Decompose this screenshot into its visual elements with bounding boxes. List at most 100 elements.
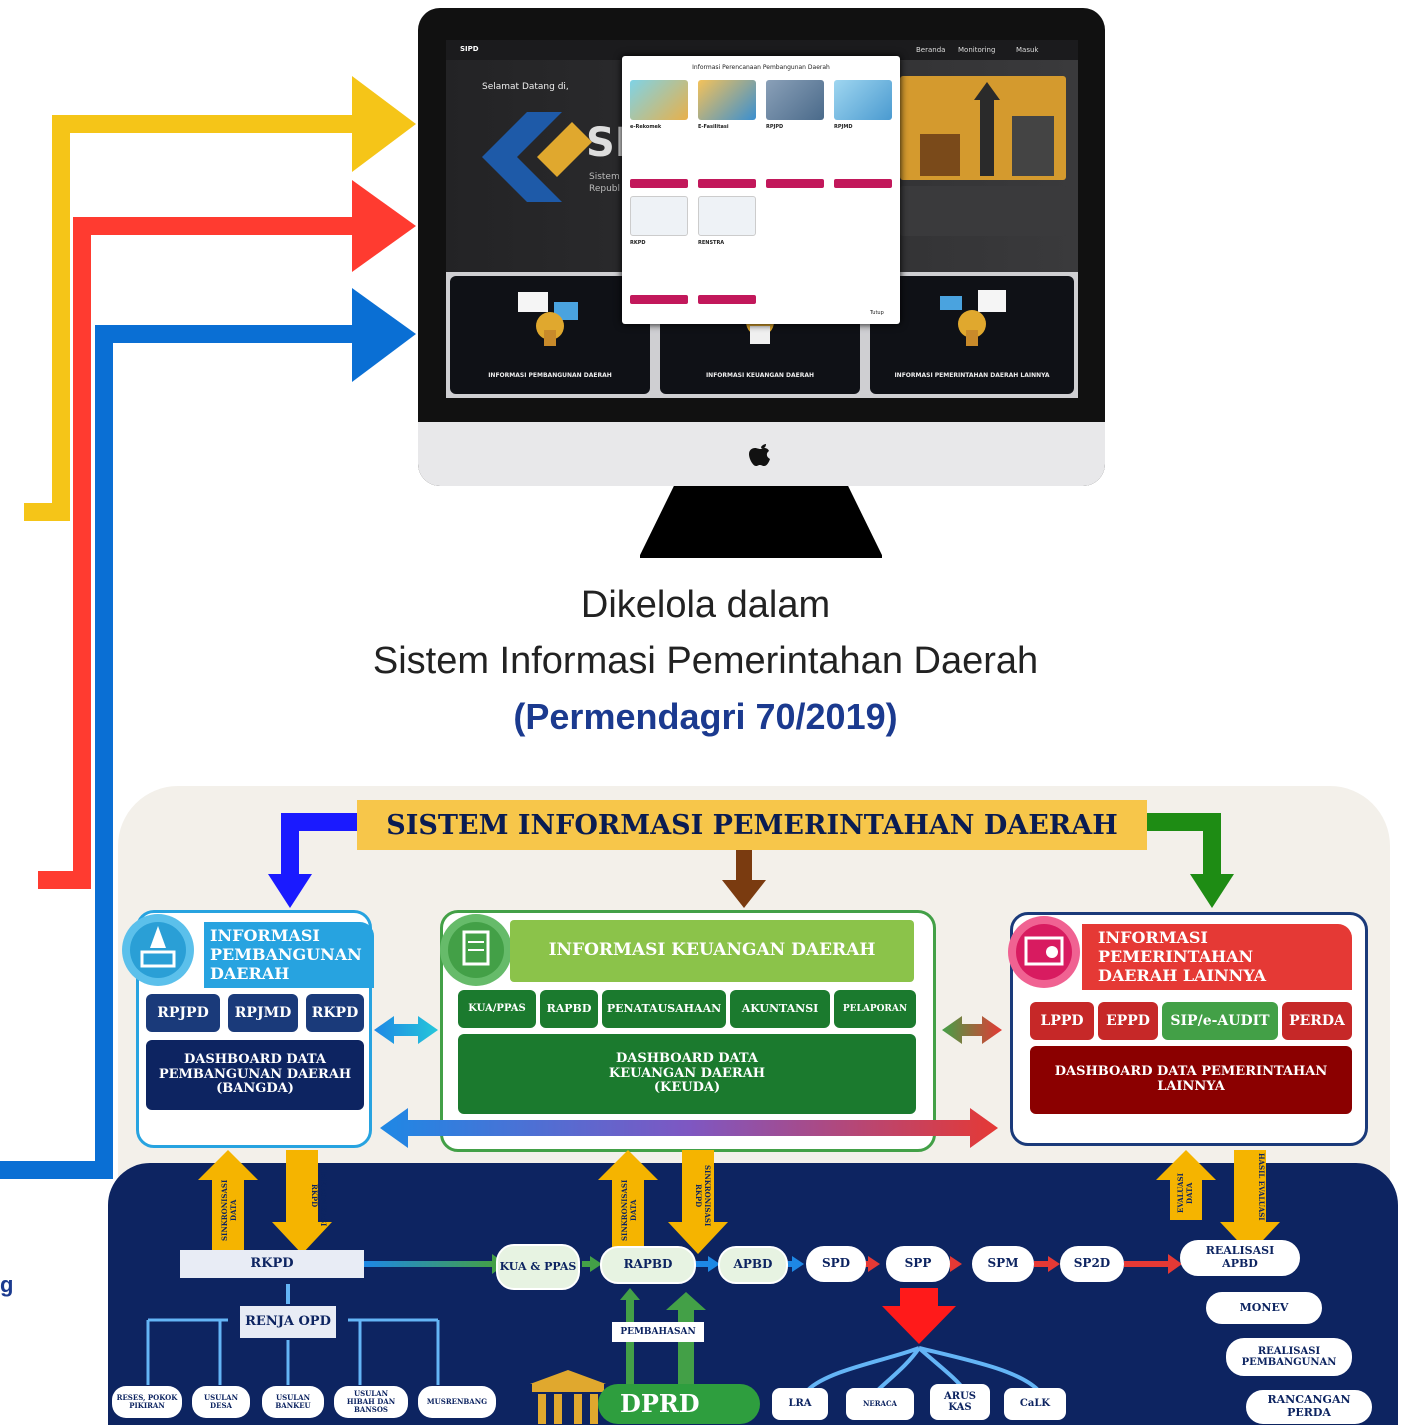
- chip-eppd: EPPD: [1098, 1002, 1158, 1040]
- flow-spp: SPP: [886, 1246, 950, 1282]
- rpjpd-thumbnail: [766, 80, 824, 120]
- eval-up-arrow: [1156, 1150, 1216, 1220]
- dprd-building-icon: [530, 1370, 606, 1424]
- renstra-thumbnail: [698, 196, 756, 236]
- nav-masuk[interactable]: Masuk: [1016, 46, 1039, 54]
- sync-down-arrow-2: [668, 1150, 728, 1254]
- modal-card-rpjmd: RPJMD: [834, 80, 894, 190]
- chip-rapbd: RAPBD: [540, 990, 598, 1028]
- modal-title: Informasi Perencanaan Pembangunan Daerah: [692, 64, 830, 71]
- hero-greeting: Selamat Datang di,: [482, 82, 569, 92]
- rpjpd-masuk-button[interactable]: [766, 179, 824, 188]
- chip-akuntansi: AKUNTANSI: [730, 990, 830, 1028]
- sync-rkpd-label-2: SINKRONISASI RKPD: [694, 1165, 712, 1227]
- card-keuangan-title: INFORMASI KEUANGAN DAERAH: [705, 372, 815, 379]
- pembangunan-illustration-icon: [518, 292, 578, 346]
- bottom-double-arrow: [380, 1108, 998, 1148]
- blue-arrow: [0, 325, 360, 1179]
- diagram-title: SISTEM INFORMASI PEMERINTAHAN DAERAH: [357, 800, 1147, 850]
- e-fasilitasi-thumbnail: [698, 80, 756, 120]
- flow-apbd: APBD: [718, 1246, 788, 1284]
- lainnya-illustration-icon: [940, 290, 1006, 346]
- rkpd-masuk-button[interactable]: [630, 295, 688, 304]
- sync-arrows-graphic: [198, 1150, 1280, 1254]
- keuangan-title: INFORMASI KEUANGAN DAERAH: [510, 920, 914, 982]
- hasil-eval-label: HASIL EVALUASI: [1257, 1153, 1266, 1221]
- report-lra: LRA: [772, 1388, 828, 1420]
- red-arrow-head: [352, 180, 416, 272]
- chip-rpjmd: RPJMD: [228, 994, 298, 1032]
- hero-sub1: Sistem: [589, 172, 620, 182]
- flow-spm: SPM: [972, 1246, 1034, 1282]
- modal-card-e-rekomek: e-Rekomek: [630, 80, 690, 190]
- card-pembangunan[interactable]: INFORMASI PEMBANGUNAN DAERAH: [450, 276, 650, 394]
- screen-topbar: SIPD Beranda Monitoring Masuk: [446, 40, 1078, 60]
- input-usulan-desa: USULAN DESA: [192, 1386, 250, 1418]
- modal-card-title: RKPD: [630, 240, 646, 246]
- eval-data-label: EVALUASI DATA: [1176, 1173, 1194, 1213]
- modal-close-button[interactable]: Tutup: [870, 310, 884, 316]
- flow-kua-ppas: KUA & PPAS: [496, 1244, 580, 1290]
- chip-kua-ppas: KUA/PPAS: [458, 990, 536, 1028]
- modal-card-renstra: RENSTRA: [698, 196, 758, 306]
- modal-card-title: e-Rekomek: [630, 124, 662, 130]
- chip-pelaporan: PELAPORAN: [834, 990, 916, 1028]
- blue-arrow-head: [352, 288, 416, 382]
- modal-card-title: RPJMD: [834, 124, 853, 130]
- monitor-stand: [640, 486, 882, 558]
- chip-penatausahaan: PENATAUSAHAAN: [602, 990, 726, 1028]
- flow-rapbd: RAPBD: [600, 1246, 696, 1284]
- yellow-arrow-head: [352, 76, 416, 172]
- modal-card-title: RENSTRA: [698, 240, 725, 246]
- keuda-lainnya-arrow: [942, 1016, 1002, 1044]
- caption-line3: (Permendagri 70/2019): [513, 696, 898, 737]
- double-arrows-graphic: [374, 1016, 1002, 1148]
- bangda-keuda-arrow: [374, 1016, 438, 1044]
- rpjmd-thumbnail: [834, 80, 892, 120]
- report-arus-kas: ARUS KAS: [930, 1384, 990, 1420]
- spp-red-down-arrow: [882, 1288, 956, 1344]
- monitor-chin: [418, 422, 1105, 486]
- top-arrows-graphic: [268, 813, 1234, 908]
- e-rekomek-masuk-button[interactable]: [630, 179, 688, 188]
- chip-sip-e-audit: SIP/e-AUDIT: [1162, 1002, 1278, 1040]
- hero-sub2: Republ: [589, 184, 621, 194]
- sync-rkpd-label-1: SINKRONISASI RKPD: [310, 1165, 328, 1227]
- screen: SIPD Beranda Monitoring Masuk Selamat Da…: [446, 40, 1078, 398]
- eval-down-arrow: [1220, 1150, 1280, 1254]
- lainnya-icon: [1008, 916, 1080, 988]
- side-text-2: g: [0, 1272, 14, 1297]
- modal-card-rkpd: RKPD: [630, 196, 690, 306]
- renstra-masuk-button[interactable]: [698, 295, 756, 304]
- hero-illustration: [900, 76, 1066, 180]
- caption-line1: Dikelola dalam: [580, 584, 831, 626]
- flow-realisasi-apbd: REALISASI APBD: [1180, 1240, 1300, 1276]
- caption-line2: Sistem Informasi Pemerintahan Daerah: [372, 640, 1039, 682]
- right-rancangan-perda: RANCANGAN PERDA: [1246, 1390, 1372, 1424]
- sync-down-arrow-1: [272, 1150, 332, 1254]
- e-fasilitasi-masuk-button[interactable]: [698, 179, 756, 188]
- flow-spd: SPD: [806, 1246, 866, 1282]
- sync-data-label-2: SINKRONISASI DATA: [620, 1179, 638, 1241]
- renja-opd: RENJA OPD: [240, 1306, 336, 1338]
- monument-icon: [920, 82, 1054, 176]
- dashboard-lainnya: DASHBOARD DATA PEMERINTAHAN LAINNYA: [1030, 1046, 1352, 1114]
- right-realisasi-pembangunan: REALISASI PEMBANGUNAN: [1226, 1338, 1352, 1376]
- input-musrenbang: MUSRENBANG: [418, 1386, 496, 1418]
- input-usulan-hibah-bansos: USULAN HIBAH DAN BANSOS: [334, 1386, 408, 1418]
- lainnya-title: INFORMASI PEMERINTAHAN DAERAH LAINNYA: [1082, 924, 1352, 990]
- flow-sp2d: SP2D: [1060, 1246, 1124, 1282]
- e-rekomek-thumbnail: [630, 80, 688, 120]
- red-arrow: [38, 217, 360, 889]
- dashboard-bangda: DASHBOARD DATA PEMBANGUNAN DAERAH (BANGD…: [146, 1040, 364, 1110]
- rpjmd-masuk-button[interactable]: [834, 179, 892, 188]
- dashboard-keuda: DASHBOARD DATA KEUANGAN DAERAH (KEUDA): [458, 1034, 916, 1114]
- card-lainnya-title: INFORMASI PEMERINTAHAN DAERAH LAINNYA: [894, 372, 1050, 379]
- nav-monitoring[interactable]: Monitoring: [958, 46, 996, 54]
- card-lainnya[interactable]: INFORMASI PEMERINTAHAN DAERAH LAINNYA: [870, 276, 1074, 394]
- blue-down-arrow: [268, 874, 312, 908]
- info-modal: Informasi Perencanaan Pembangunan Daerah…: [622, 56, 900, 324]
- nav-beranda[interactable]: Beranda: [916, 46, 946, 54]
- green-down-arrow: [1190, 874, 1234, 908]
- input-reses-pokok-pikiran: RESES, POKOK PIKIRAN: [112, 1386, 182, 1418]
